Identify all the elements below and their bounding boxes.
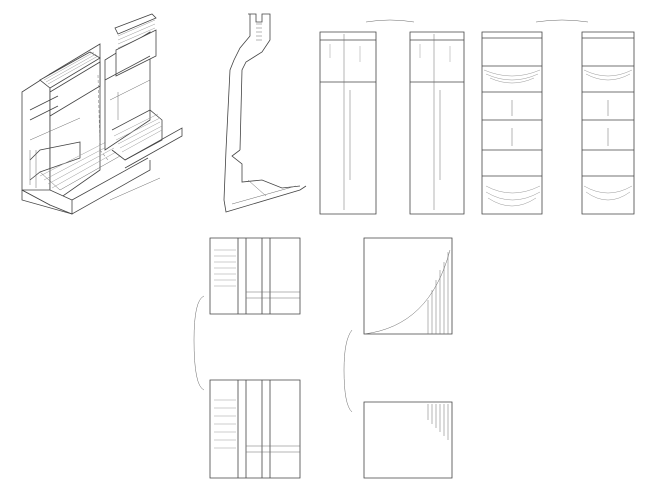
top-and-bottom-view-pair bbox=[344, 238, 452, 478]
rear-elevation-pair bbox=[482, 20, 634, 214]
side-cross-section bbox=[224, 14, 306, 212]
front-elevation-pair bbox=[320, 20, 464, 214]
end-view-pair bbox=[194, 238, 300, 478]
isometric-corner-and-straight-profile bbox=[22, 14, 182, 214]
